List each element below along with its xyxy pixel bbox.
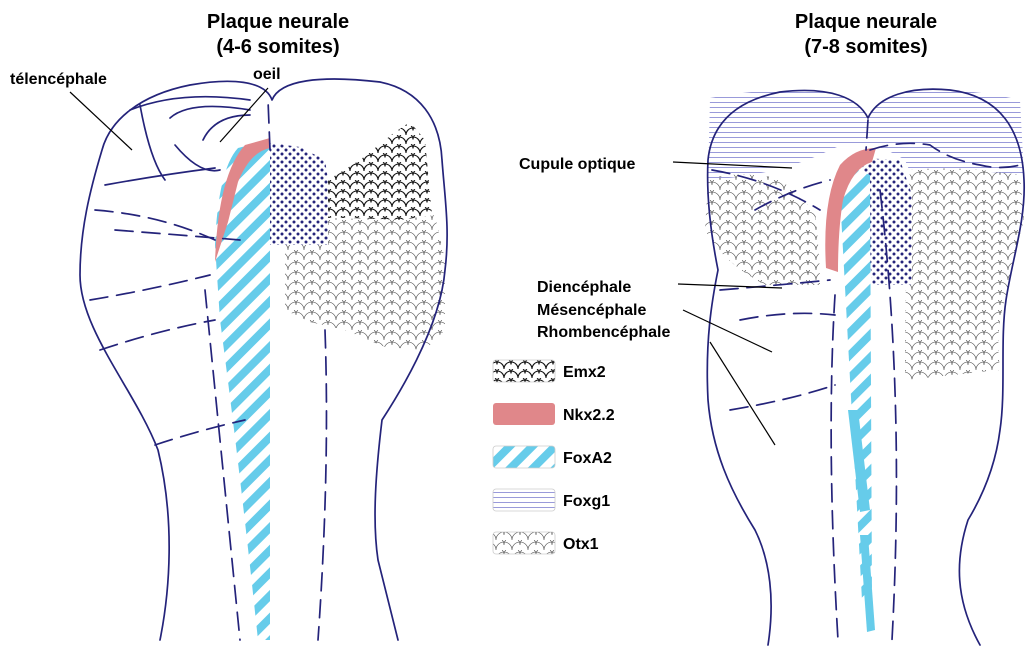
right-dash-7 [831,295,838,640]
label-diencephale: Diencéphale [537,279,631,296]
label-mesencephale: Mésencéphale [537,302,646,319]
leader-mesencephale [683,310,772,352]
legend-swatch-foxg1 [493,489,555,511]
legend-swatch-otx1 [493,532,555,554]
dotted-region [270,143,328,245]
eye-arc-2 [175,145,220,171]
emx2-region [328,122,432,220]
left-dash-4 [100,320,215,350]
otx1-right-right [905,168,1024,380]
leader-rhombencephale [710,342,775,445]
left-dash-1 [95,210,215,240]
left-panel: Plaque neurale (4-6 somites) télencéphal… [10,11,447,640]
right-dash-5 [740,313,835,320]
left-dash-3 [90,275,210,300]
left-dash-7 [318,330,326,640]
left-title-line2: (4-6 somites) [216,36,339,58]
legend-label-emx2: Emx2 [563,364,606,381]
leader-telencephale [70,92,132,150]
legend-label-otx1: Otx1 [563,536,599,553]
label-telencephale: télencéphale [10,71,107,88]
legend-label-foxa2: FoxA2 [563,450,612,467]
right-title-line2: (7-8 somites) [804,36,927,58]
otx1-right-left [705,174,820,285]
label-cupule-optique: Cupule optique [519,156,636,173]
label-oeil: oeil [253,66,281,83]
legend-label-foxg1: Foxg1 [563,493,610,510]
left-title-line1: Plaque neurale [207,11,349,33]
legend-swatch-foxa2 [493,446,555,468]
legend-swatch-emx2 [493,360,555,382]
legend-swatch-nkx22 [493,403,555,425]
label-rhombencephale: Rhombencéphale [537,324,670,341]
right-dash-6 [730,385,835,410]
left-dash-5 [155,420,245,445]
legend-label-nkx22: Nkx2.2 [563,407,615,424]
telen-arc-3 [140,105,165,180]
right-title-line1: Plaque neurale [795,11,937,33]
leader-oeil [220,88,268,142]
eye-arc-1 [203,115,250,140]
